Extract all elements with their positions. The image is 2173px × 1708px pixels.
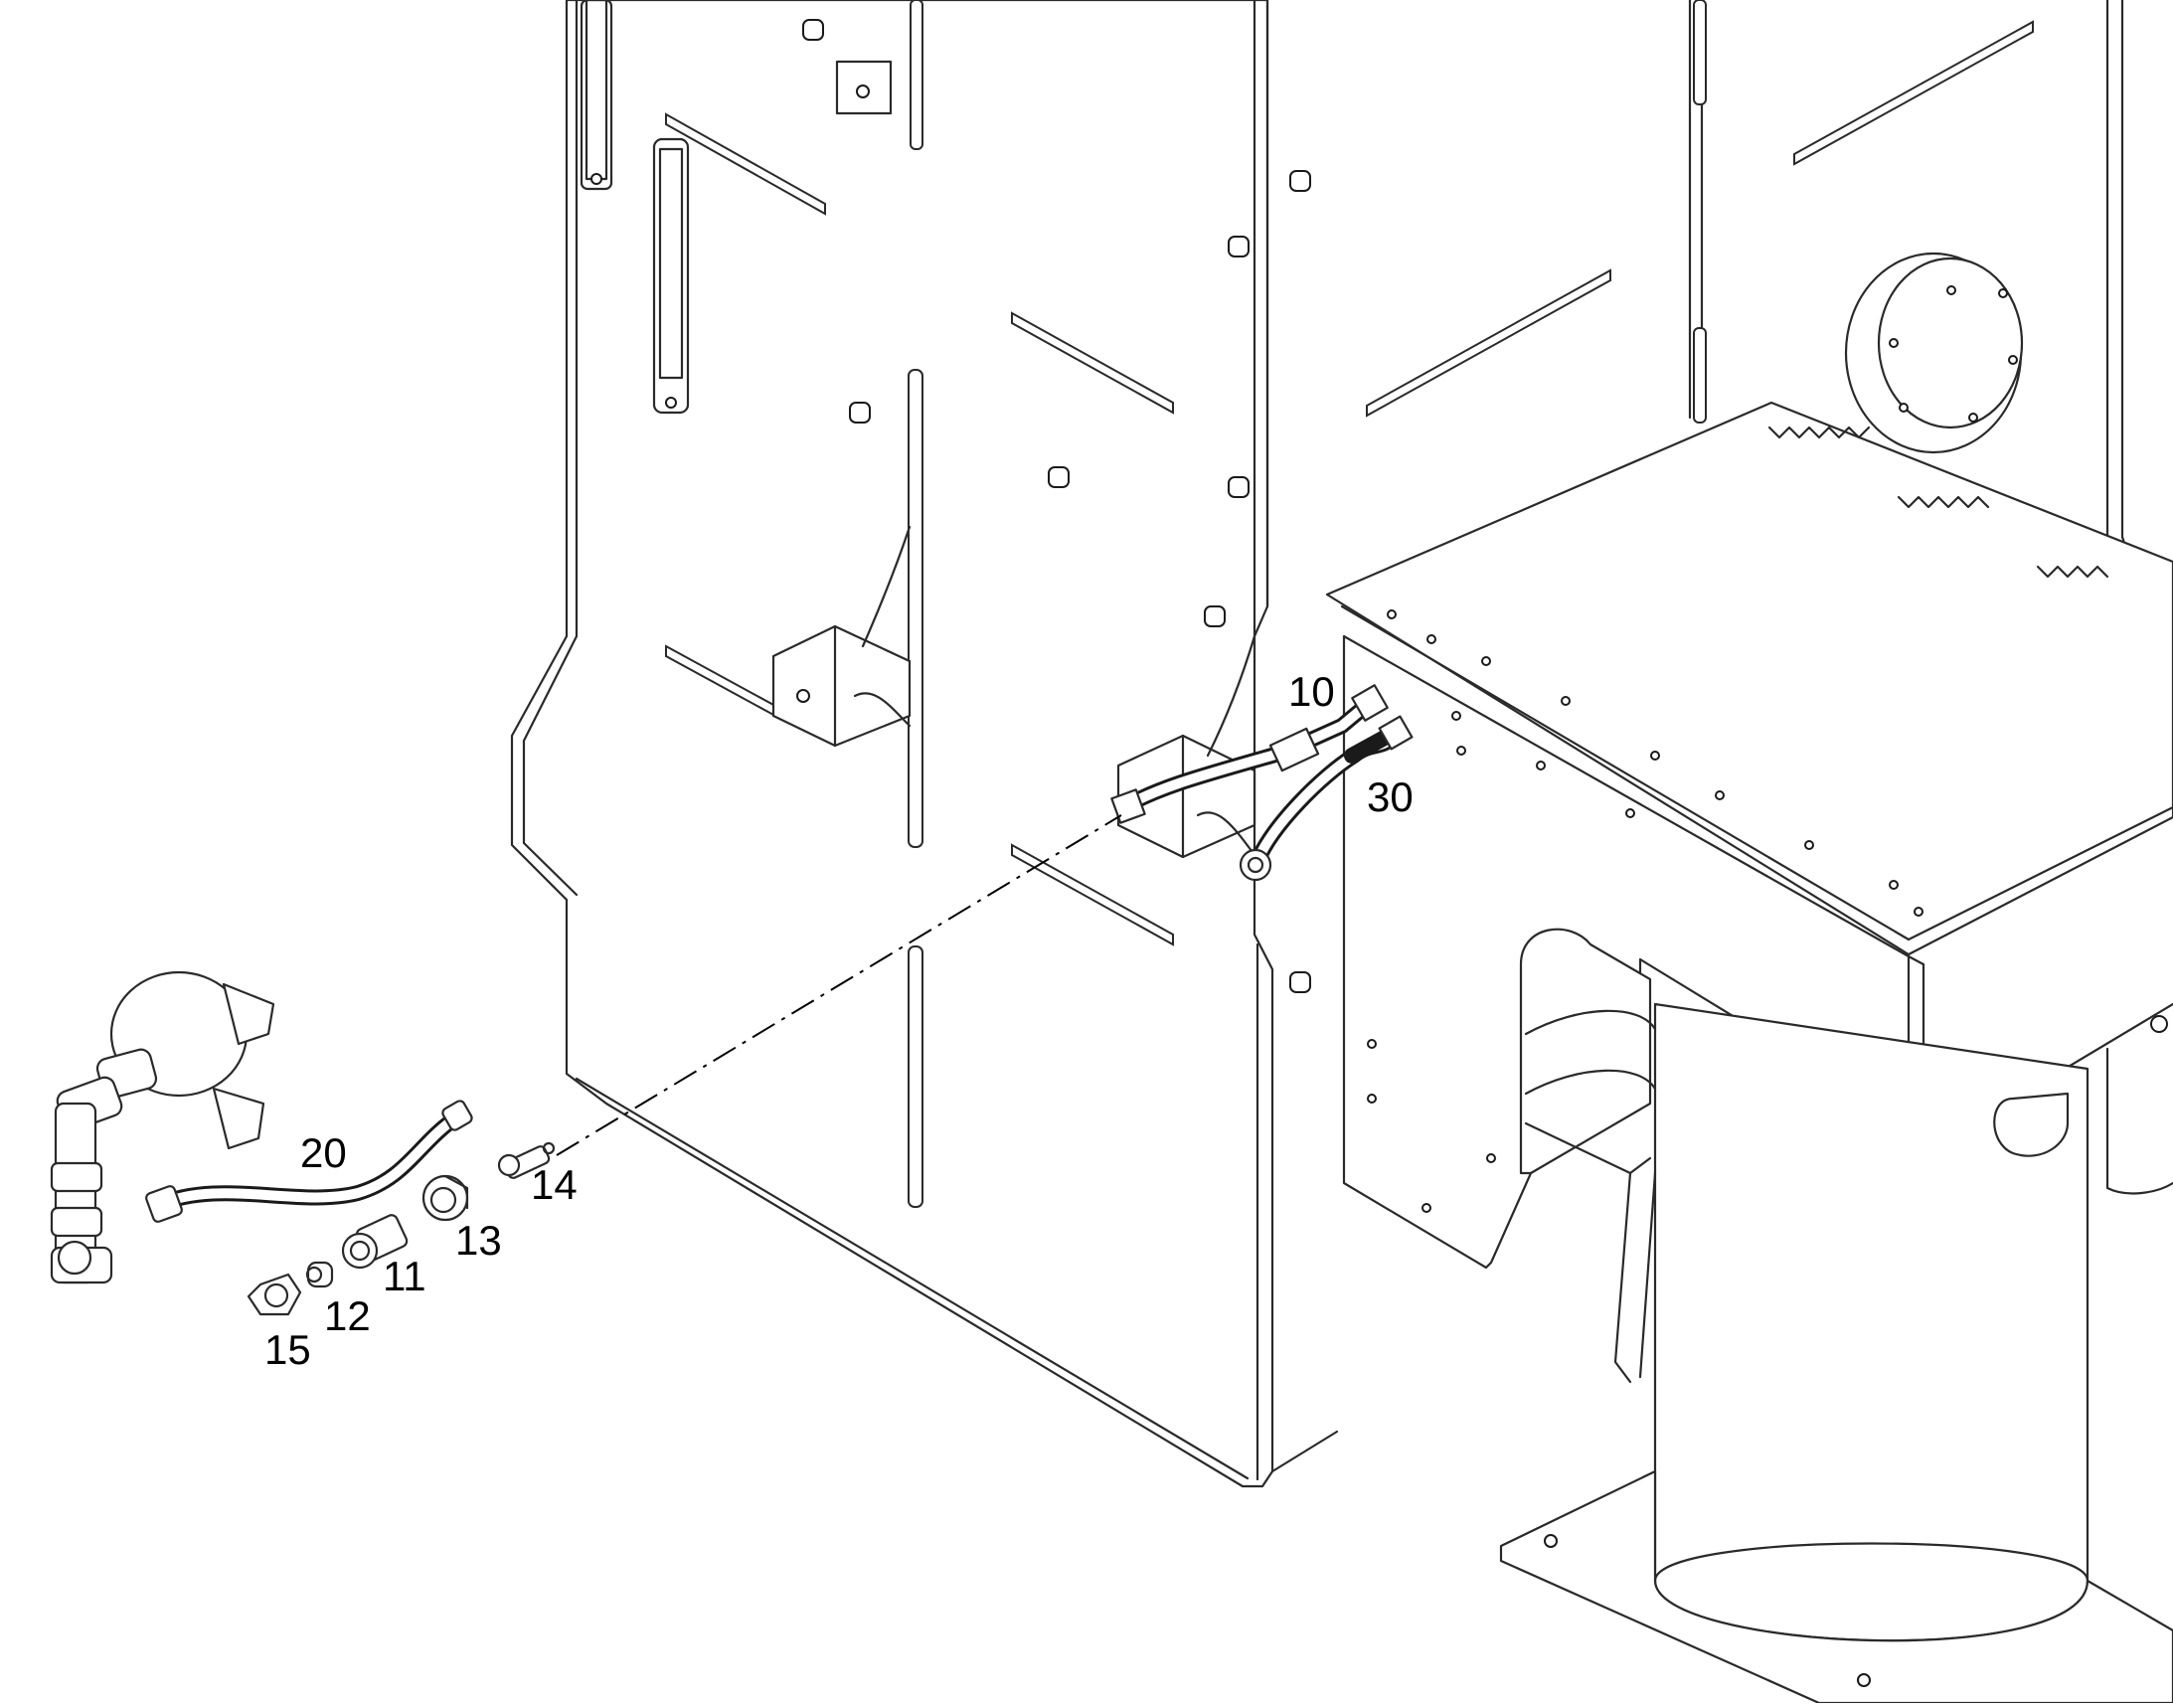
callout-14: 14 (531, 1161, 578, 1208)
callout-10: 10 (1288, 668, 1335, 715)
callout-11: 11 (383, 1253, 426, 1299)
fitting-14 (497, 1141, 556, 1179)
hose-10 (1110, 684, 1389, 824)
support-brackets (771, 525, 1256, 859)
pressure-gauge-assembly (50, 970, 275, 1284)
hose-30 (1239, 715, 1414, 882)
tabletop-unit (1325, 401, 2173, 1705)
callout-labels: 10 30 20 14 13 11 12 15 (264, 668, 1414, 1373)
sleeve-12 (305, 1261, 334, 1288)
callout-12: 12 (324, 1292, 371, 1339)
callout-20: 20 (300, 1129, 347, 1176)
hose-20 (145, 1100, 473, 1223)
circular-cover-plate (1844, 252, 2024, 454)
panel-studs (802, 19, 1311, 993)
callout-13: 13 (455, 1217, 502, 1264)
adapter-11 (341, 1214, 409, 1270)
assembly-axis-line (556, 814, 1122, 1156)
callout-30: 30 (1367, 773, 1414, 820)
gas-struts (580, 0, 690, 415)
nut-13 (421, 1174, 469, 1222)
panel-slots (665, 0, 2034, 1208)
callout-15: 15 (264, 1326, 311, 1373)
nut-15 (247, 1273, 302, 1316)
